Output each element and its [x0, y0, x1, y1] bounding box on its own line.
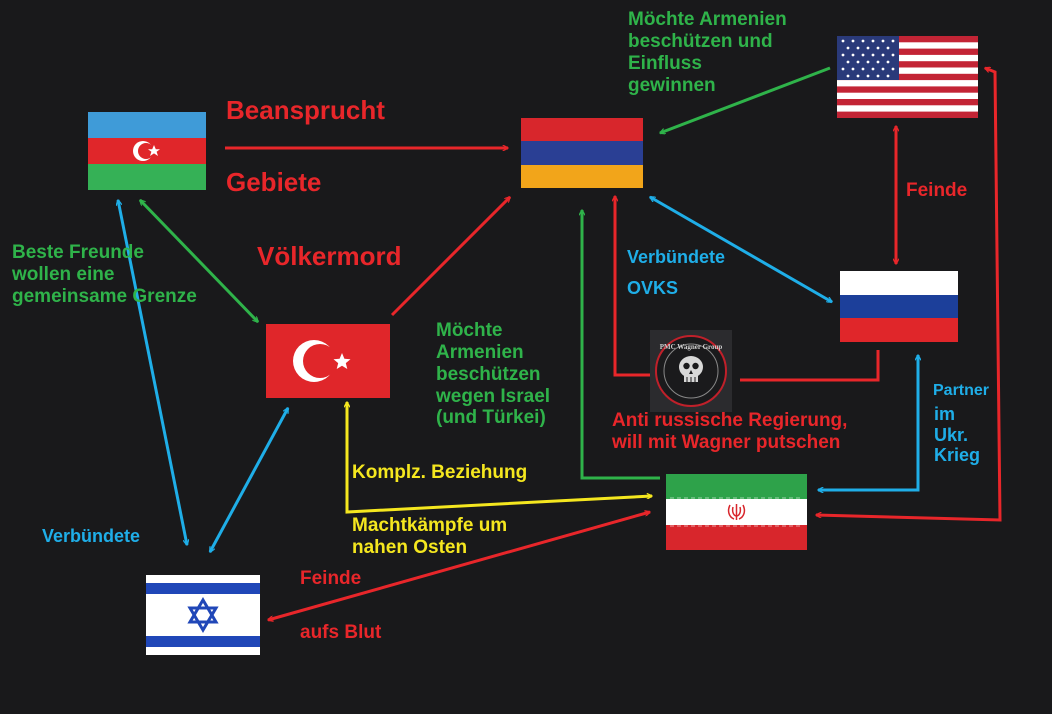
- arrow-iran-usa-loop: [816, 66, 1002, 522]
- arrow-usa-armenia: [660, 66, 831, 133]
- label-best-friends: Beste Freunde wollen eine gemeinsame Gre…: [12, 242, 197, 307]
- arrow-turkey-armenia: [390, 197, 510, 317]
- armenia-flag-icon: [521, 118, 643, 188]
- label-power-struggle: Machtkämpfe um nahen Osten: [352, 515, 508, 558]
- iran-flag-icon: [666, 474, 807, 550]
- label-csto: OVKS: [627, 278, 679, 298]
- arrow-israel-iran: [268, 512, 650, 620]
- arrow-wagner-armenia: [615, 196, 650, 377]
- arrow-russia-iran: [818, 355, 918, 490]
- line-wagner-russia: [740, 350, 880, 382]
- label-us-armenia: Möchte Armenien beschützen und Einfluss …: [628, 9, 787, 96]
- label-claims: Beansprucht: [226, 95, 385, 125]
- label-enemies-blood: Feinde: [300, 568, 362, 589]
- label-partner: Partner: [933, 382, 990, 399]
- usa-flag-icon: [837, 36, 978, 118]
- arrow-turkey-israel: [208, 408, 290, 552]
- label-to-the-blood: aufs Blut: [300, 622, 382, 643]
- wagner-logo-text: PMC Wagner Group: [660, 343, 723, 351]
- azerbaijan-flag-icon: [88, 112, 206, 190]
- wagner-group-logo: PMC Wagner Group: [650, 330, 732, 412]
- label-allies-csto: Verbündete: [627, 247, 726, 267]
- label-ukr-war: im Ukr. Krieg: [934, 404, 981, 466]
- label-anti-russia: Anti russische Regierung, will mit Wagne…: [612, 410, 848, 453]
- arrow-turkey-iran: [347, 402, 652, 514]
- russia-flag-icon: [840, 271, 958, 342]
- arrow-azerbaijan-israel: [118, 200, 187, 545]
- arrow-armenia-russia: [650, 195, 832, 304]
- label-territories: Gebiete: [226, 167, 322, 197]
- label-enemies-us-russia: Feinde: [906, 180, 968, 201]
- label-iran-armenia: Möchte Armenien beschützen wegen Israel …: [436, 320, 551, 429]
- label-allies-left: Verbündete: [42, 526, 141, 546]
- israel-flag-icon: [146, 575, 260, 655]
- turkey-flag-icon: [266, 324, 390, 398]
- label-genocide: Völkermord: [257, 241, 402, 271]
- label-complex-relation: Komplz. Beziehung: [352, 462, 528, 483]
